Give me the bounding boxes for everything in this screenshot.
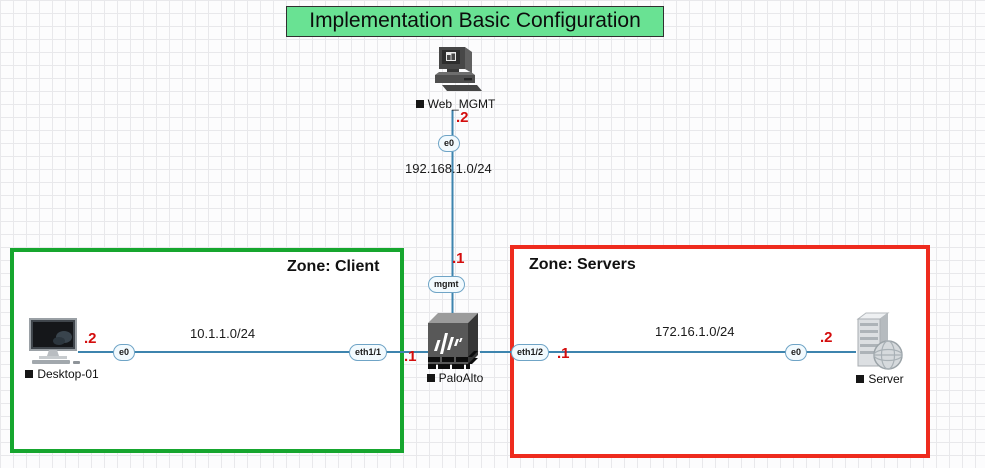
network-label-mgmt[interactable]: 192.168.1.0/24 xyxy=(405,161,492,176)
node-label-text: PaloAlto xyxy=(438,371,484,385)
node-paloalto firewall-icon[interactable] xyxy=(424,309,482,373)
interface-badge-fw-mgmt[interactable]: mgmt xyxy=(428,276,465,293)
ip-suffix-fw-mgmt[interactable]: .1 xyxy=(452,250,465,267)
network-label-client[interactable]: 10.1.1.0/24 xyxy=(190,326,256,341)
node-paloalto-label[interactable]: PaloAlto xyxy=(418,371,492,385)
node-label-text: Desktop-01 xyxy=(37,367,99,381)
ip-suffix-desktop[interactable]: .2 xyxy=(84,330,97,347)
node-server-label[interactable]: Server xyxy=(846,372,914,386)
square-marker-icon xyxy=(25,370,34,378)
ip-suffix-fw-eth1-2[interactable]: .1 xyxy=(557,345,570,362)
node-desktop-01 monitor-icon[interactable] xyxy=(26,318,86,368)
node-web-mgmt-label[interactable]: Web_MGMT xyxy=(413,97,498,111)
interface-badge-fw-eth1-2[interactable]: eth1/2 xyxy=(511,344,550,361)
node-label-text: Server xyxy=(868,372,904,386)
interface-badge-server-e0[interactable]: e0 xyxy=(785,344,808,361)
zone-client-label[interactable]: Zone: Client xyxy=(287,258,380,275)
node-server server-globe-icon[interactable] xyxy=(850,312,906,374)
node-web-mgmt computer-icon[interactable] xyxy=(427,46,483,96)
ip-suffix-web[interactable]: .2 xyxy=(456,109,469,126)
network-label-servers[interactable]: 172.16.1.0/24 xyxy=(655,324,735,339)
square-marker-icon xyxy=(415,100,424,108)
ip-suffix-server[interactable]: .2 xyxy=(820,329,833,346)
ip-suffix-fw-eth1-1[interactable]: .1 xyxy=(404,348,417,365)
square-marker-icon xyxy=(856,375,865,383)
square-marker-icon xyxy=(426,374,435,382)
zone-servers-label[interactable]: Zone: Servers xyxy=(529,256,636,273)
node-desktop-01-label[interactable]: Desktop-01 xyxy=(12,367,112,381)
interface-badge-desktop-e0[interactable]: e0 xyxy=(113,344,136,361)
node-label-text: Web_MGMT xyxy=(427,97,496,111)
interface-badge-fw-eth1-1[interactable]: eth1/1 xyxy=(349,344,388,361)
interface-badge-web-e0[interactable]: e0 xyxy=(438,135,461,152)
diagram-title[interactable]: Implementation Basic Configuration xyxy=(286,6,664,37)
